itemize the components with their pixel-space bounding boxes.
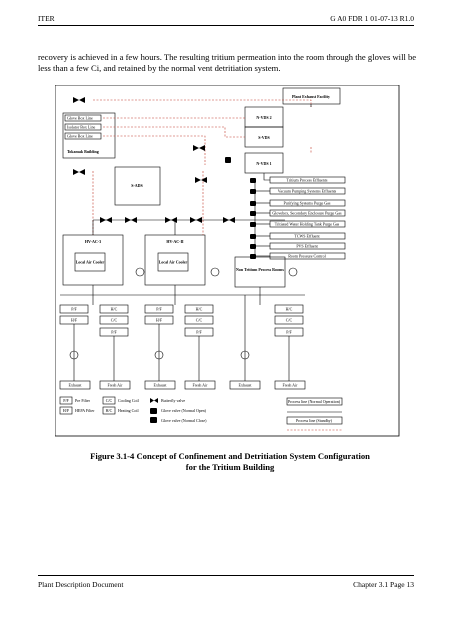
page-header-left: ITER — [38, 14, 55, 23]
butterfly-valve-icon — [150, 398, 158, 403]
legend-normal-text: Process line (Normal Operation) — [288, 399, 341, 404]
legend-hf-box — [59, 406, 73, 415]
diagram-frame — [55, 85, 400, 437]
unit-b-0: H/F — [71, 318, 78, 323]
legend-standby-box — [286, 416, 343, 425]
legend-hc-text: Heating Coil — [118, 408, 139, 413]
caption-line-1: Figure 3.1-4 Concept of Confinement and … — [90, 451, 370, 461]
legend-pf-code: P/F — [63, 398, 69, 403]
legend-hc-box — [102, 406, 116, 415]
body-paragraph: recovery is achieved in a few hours. The… — [38, 52, 417, 73]
figure-caption: Figure 3.1-4 Concept of Confinement and … — [60, 451, 400, 473]
legend-hf-code: H/F — [63, 408, 70, 413]
unit-a-0: P/F — [71, 307, 77, 312]
legend-butterfly-text: Butterfly valve — [161, 398, 185, 403]
hvac-left-label: HV-AC-3 — [85, 239, 101, 244]
effluent-6: TCWS Effluent — [294, 234, 320, 239]
glove-valve-icons — [150, 157, 256, 423]
bottom-label-3: Fresh Air — [193, 383, 209, 388]
bottom-label-5: Fresh Air — [283, 383, 299, 388]
legend-cc-code: C/C — [106, 398, 113, 403]
page-header-right: G A0 FDR 1 01-07-13 R1.0 — [330, 14, 414, 23]
cooler-left-label: Local Air Cooler — [76, 260, 105, 265]
footer-rule — [38, 575, 414, 576]
unit-c-2: P/F — [286, 330, 292, 335]
unit-b-3: C/C — [196, 318, 203, 323]
bottom-label-2: Exhaust — [154, 383, 168, 388]
caption-line-2: for the Tritium Building — [185, 462, 275, 472]
legend-normal-box — [286, 397, 343, 406]
legend-glove-open-text: Glove valve (Normal Open) — [161, 408, 207, 413]
glovebox-line-2-box — [64, 132, 102, 140]
bottom-label-4: Exhaust — [239, 383, 253, 388]
legend-cc-text: Cooling Coil — [118, 398, 140, 403]
non-tritium-label: Non Tritium Process Rooms — [236, 267, 284, 272]
effluent-7: PVS Effluent — [296, 244, 318, 249]
legend-pf-text: Pre Filter — [75, 398, 91, 403]
sads-box — [114, 166, 161, 206]
tokamak-building-box — [62, 112, 116, 159]
isolator-line-box — [64, 123, 102, 131]
glovebox-line-2: Glove Box Line — [67, 134, 93, 139]
hvac-right-label: HV-AC-II — [166, 239, 184, 244]
unit-c-0: P/F — [111, 330, 117, 335]
page-footer-right: Chapter 3.1 Page 13 — [353, 580, 414, 589]
plant-exhaust-label: Plant Exhaust Facility — [292, 94, 330, 99]
legend-glove-close-text: Glove valve (Normal Close) — [161, 418, 207, 423]
tokamak-building-label: Tokamak Building — [67, 149, 99, 154]
plant-exhaust-box — [282, 87, 341, 105]
legend-cc-box — [102, 396, 116, 405]
nvds1-label: N-VDS 1 — [256, 161, 271, 166]
exhaust-fresh-air-boxes — [59, 380, 306, 390]
bottom-label-1: Fresh Air — [108, 383, 124, 388]
cooler-right-box — [157, 252, 189, 272]
effluent-8: Room Pressure Control — [288, 254, 326, 259]
effluent-3: Purifying Systems Purge Gas — [284, 201, 331, 206]
page-footer-left: Plant Description Document — [38, 580, 124, 589]
sads-label: S-ADS — [131, 183, 143, 188]
effluent-2: Vacuum Pumping Systems Effluents — [278, 189, 337, 194]
unit-a-3: H/C — [196, 307, 203, 312]
glovebox-line-1-box — [64, 114, 102, 122]
effluent-1: Tritium Process Effluents — [287, 178, 328, 183]
confinement-diagram: Plant Exhaust Facility Glove Box Line Is… — [55, 85, 400, 437]
unit-b-2: H/F — [156, 318, 163, 323]
cooler-left-box — [74, 252, 106, 272]
legend-hc-code: H/C — [106, 408, 113, 413]
unit-c-1: P/F — [196, 330, 202, 335]
unit-a-2: P/F — [156, 307, 162, 312]
isolator-line: Isolator Box Line — [67, 125, 95, 130]
svds-label: S-VDS — [258, 135, 270, 140]
legend-hf-text: HEPA Filter — [75, 408, 95, 413]
legend-pf-box — [59, 396, 73, 405]
effluent-5: Tritiated Water Holding Tank Purge Gas — [275, 222, 340, 227]
non-tritium-box — [234, 256, 286, 288]
bottom-label-0: Exhaust — [69, 383, 83, 388]
header-rule — [38, 25, 414, 26]
unit-a-1: H/C — [111, 307, 118, 312]
cooler-right-label: Local Air Cooler — [159, 260, 188, 265]
unit-b-4: C/C — [286, 318, 293, 323]
fans — [69, 267, 298, 360]
effluent-4: Glovebox, Secondary Enclosure Purge Gas — [272, 211, 342, 217]
unit-b-1: C/C — [111, 318, 118, 323]
air-handling-units — [59, 304, 304, 337]
nvds2-label: N-VDS 2 — [256, 115, 271, 120]
unit-a-4: H/C — [286, 307, 293, 312]
legend-standby-text: Process line (Standby) — [296, 418, 333, 423]
valves — [73, 97, 235, 223]
glovebox-line-1: Glove Box Line — [67, 116, 93, 121]
